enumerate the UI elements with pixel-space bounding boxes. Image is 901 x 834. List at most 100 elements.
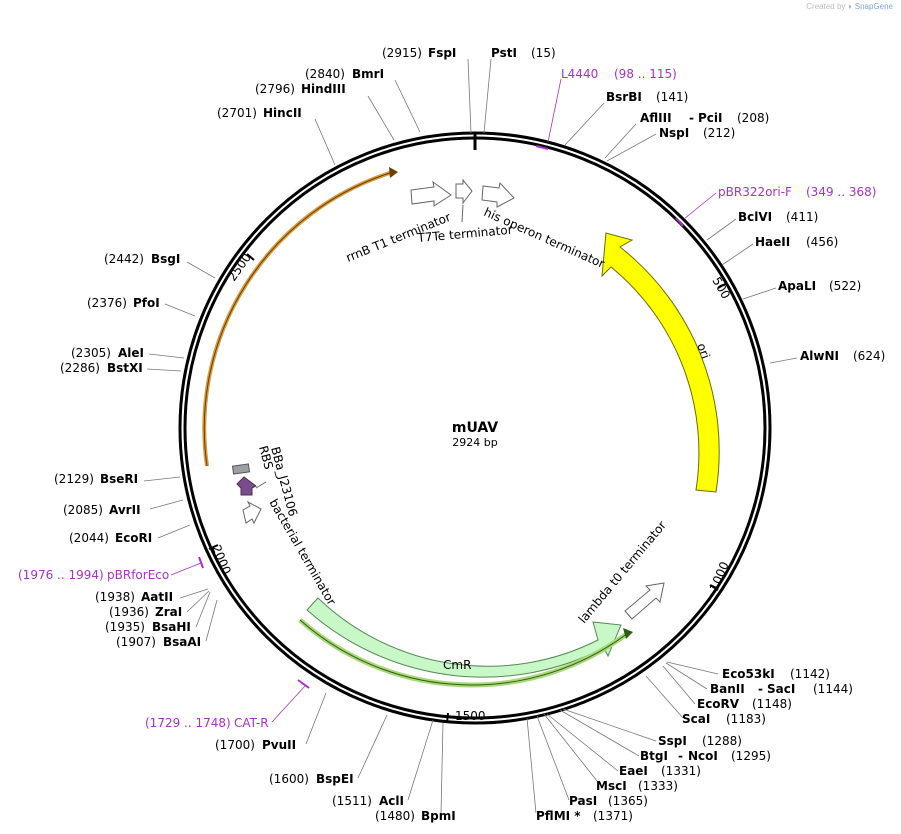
enzyme-label: SspI — [658, 734, 687, 748]
ori-label: ori — [694, 341, 712, 360]
leader-fspi — [467, 58, 472, 134]
pbr-feature-arrowhead — [389, 167, 398, 178]
enzyme-label: MscI — [596, 779, 627, 793]
enzyme-pos: (2129) — [54, 472, 94, 486]
t7te-leader-line — [461, 204, 464, 223]
enzyme-label: PvuII — [262, 738, 296, 752]
cmr-underline-core — [299, 619, 629, 686]
enzyme-pos: (1936) — [109, 605, 149, 619]
leader-pasi — [536, 715, 570, 801]
leader-psti — [483, 58, 492, 134]
enzyme-pos: (1938) — [95, 590, 135, 604]
leader-ecorv — [662, 665, 696, 705]
enzyme-pos: (208) — [737, 111, 769, 125]
enzyme-pos: (2085) — [63, 503, 103, 517]
enzyme-label-sep: - — [689, 111, 694, 125]
enzyme-pos: (212) — [703, 126, 735, 140]
leader-pvuii — [305, 692, 327, 745]
primer-label: L4440 — [561, 67, 598, 81]
leader-zrai — [186, 590, 210, 613]
rbs-label: RBS — [256, 444, 276, 471]
enzyme-pos: (1144) — [813, 682, 853, 696]
tick-marks — [208, 253, 728, 724]
leader-haeii — [721, 243, 754, 266]
primer-range: (1976 .. 1994) — [18, 568, 104, 582]
leader-flmi — [526, 717, 537, 814]
enzyme-label: PfoI — [133, 296, 160, 310]
rbs-feature — [231, 463, 251, 475]
leader-avrii — [149, 499, 184, 510]
promoter-feature — [236, 476, 257, 496]
enzyme-pos: (1183) — [726, 712, 766, 726]
enzyme-label: ApaLI — [778, 279, 816, 293]
watermark-brand: SnapGene — [854, 2, 893, 11]
leader-bpmi — [440, 722, 444, 814]
enzyme-label: ScaI — [682, 712, 710, 726]
enzyme-label-sep: - — [678, 749, 683, 763]
enzyme-pos: (522) — [829, 279, 861, 293]
leader-eco53ki — [666, 661, 719, 675]
snapgene-logo-icon: ◗ — [847, 2, 853, 11]
enzyme-label: AvrII — [109, 503, 141, 517]
tick-2500-mark — [246, 253, 255, 261]
enzyme-pos: (1333) — [638, 779, 678, 793]
promoter-leader-line — [255, 481, 267, 489]
enzyme-label: EaeI — [619, 764, 648, 778]
enzyme-pos: (1371) — [593, 809, 633, 823]
watermark-prefix: Created by — [806, 2, 846, 11]
plasmid-name: mUAV — [452, 420, 498, 436]
enzyme-label: BspEI — [316, 772, 354, 786]
enzyme-label: EcoRI — [115, 531, 152, 545]
leader-afliii — [604, 123, 637, 159]
rrnb-terminator-arrow — [410, 180, 452, 207]
enzyme-pos: (1700) — [215, 738, 255, 752]
enzyme-label: BtgI — [640, 749, 668, 763]
leader-catr — [271, 685, 306, 723]
primer-pbr322ori-mark — [675, 217, 684, 227]
leader-aatii — [179, 588, 209, 599]
primer-marks — [198, 145, 684, 689]
enzyme-pos: (1907) — [116, 635, 156, 649]
enzyme-pos: (2305) — [71, 346, 111, 360]
enzyme-label: BsaHI — [152, 620, 191, 634]
leader-bsahi — [195, 591, 211, 628]
primer-range: (349 .. 368) — [806, 185, 876, 199]
enzyme-pos: (1288) — [702, 734, 742, 748]
leader-nspi — [606, 133, 657, 162]
enzyme-label-sep: - — [758, 682, 763, 696]
tick-1000-mark — [709, 584, 719, 591]
enzyme-pos: (2044) — [69, 531, 109, 545]
leader-scai — [645, 675, 684, 719]
enzyme-label: PstI — [491, 46, 517, 60]
enzyme-label: BclVI — [738, 210, 772, 224]
enzyme-pos: (624) — [853, 349, 885, 363]
leader-msci — [543, 713, 602, 787]
enzyme-pos: (1935) — [105, 620, 145, 634]
enzyme-label: BsrBI — [606, 90, 642, 104]
enzyme-pos: (2442) — [104, 252, 144, 266]
enzyme-label: NcoI — [688, 749, 718, 763]
bacterial-terminator-arrow — [242, 500, 262, 525]
enzyme-label: FspI — [428, 46, 456, 60]
enzyme-label: PflMI * — [536, 809, 581, 823]
primer-labels: L4440 (98 .. 115) pBR322ori-F (349 .. 36… — [18, 67, 876, 730]
enzyme-label: SacI — [767, 682, 795, 696]
enzyme-pos: (1295) — [731, 749, 771, 763]
enzyme-pos: (2376) — [87, 296, 127, 310]
enzyme-label: HindIII — [301, 82, 346, 96]
tick-2000-mark — [208, 544, 219, 550]
leader-bsrbi — [564, 102, 605, 146]
his-label: his operon terminator — [482, 205, 607, 271]
tick-500-mark — [717, 282, 728, 289]
snapgene-watermark: Created by ◗ SnapGene — [806, 2, 893, 11]
primer-label: pBRforEco — [107, 568, 169, 582]
cmr-underline-arrowhead — [623, 628, 633, 639]
leader-bsgi — [186, 261, 216, 279]
leader-banii — [665, 662, 708, 690]
enzyme-pos: (2286) — [60, 361, 100, 375]
tick-1000-label: 1000 — [707, 560, 732, 594]
pbr-feature-arc — [202, 170, 394, 467]
enzyme-label: BpmI — [421, 809, 456, 823]
enzyme-label: PciI — [698, 111, 723, 125]
